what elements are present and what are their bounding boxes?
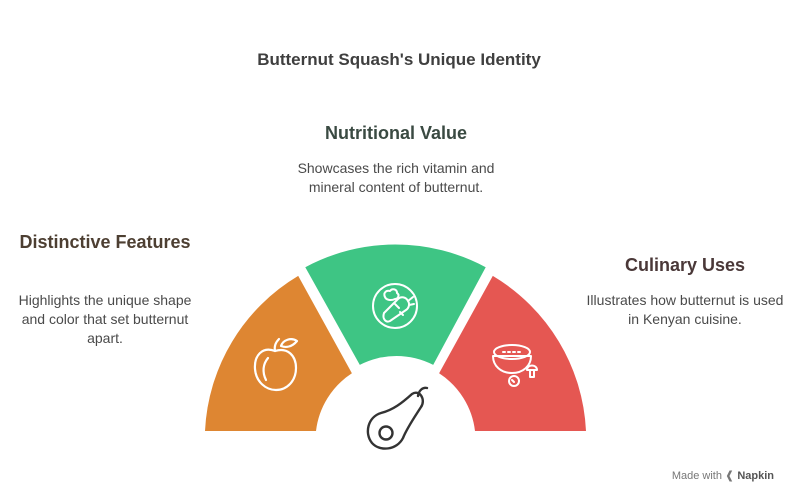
napkin-brand-label: Napkin — [737, 470, 774, 482]
vegetables-icon — [372, 283, 418, 329]
distinctive-features-description: Highlights the unique shape and color th… — [18, 292, 192, 346]
made-with-label: Made with — [671, 470, 722, 482]
culinary-uses-heading: Culinary Uses — [624, 255, 746, 275]
diagram-title: Butternut Squash's Unique Identity — [257, 50, 541, 69]
distinctive-features-heading: Distinctive Features — [19, 232, 191, 252]
peach-icon — [253, 337, 299, 392]
butternut-squash-icon — [366, 386, 429, 450]
culinary-uses-segment — [439, 275, 586, 431]
napkin-watermark: Made with ❰ Napkin — [672, 469, 774, 482]
nutritional-value-description: Showcases the rich vitamin and mineral c… — [297, 160, 495, 195]
soup-bowl-icon — [492, 344, 538, 387]
nutritional-value-heading: Nutritional Value — [324, 123, 468, 143]
napkin-logo-icon: ❰ — [725, 470, 735, 482]
distinctive-features-segment — [205, 275, 352, 431]
culinary-uses-description: Illustrates how butternut is used in Ken… — [586, 292, 784, 327]
